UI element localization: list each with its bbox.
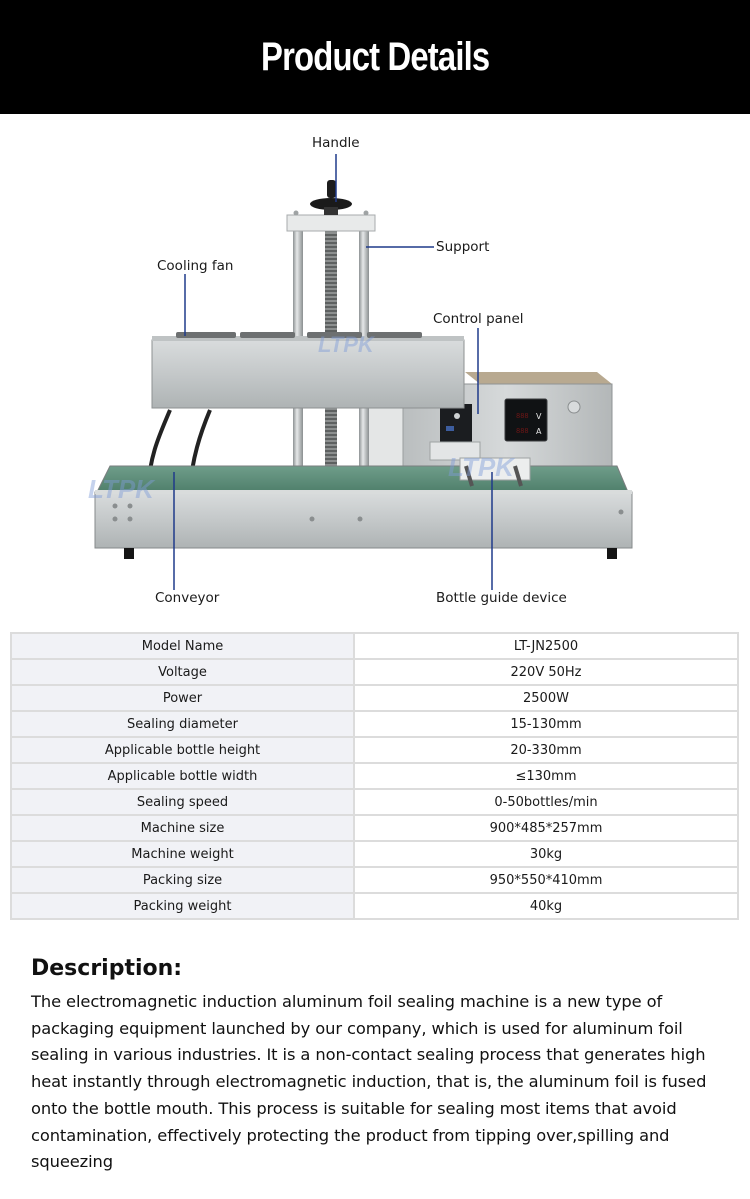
spec-value: 0-50bottles/min xyxy=(353,788,739,816)
spec-name: Machine size xyxy=(10,814,355,842)
spec-name: Sealing speed xyxy=(10,788,355,816)
label-conveyor: Conveyor xyxy=(155,590,220,606)
conveyor xyxy=(94,465,633,559)
svg-text:LTPK: LTPK xyxy=(448,452,516,482)
spec-name: Voltage xyxy=(10,658,355,686)
description-text: The electromagnetic induction aluminum f… xyxy=(31,992,707,1172)
spec-name: Applicable bottle height xyxy=(10,736,355,764)
spec-name: Packing weight xyxy=(10,892,355,920)
spec-value: 15-130mm xyxy=(353,710,739,738)
svg-text:LTPK: LTPK xyxy=(318,332,376,357)
spec-value: 30kg xyxy=(353,840,739,868)
sealing-head xyxy=(151,332,465,409)
page-title: Product Details xyxy=(260,34,490,79)
svg-text:888: 888 xyxy=(516,412,529,420)
watermark: LTPK LTPK LTPK xyxy=(88,332,516,504)
product-figure: 888 888 V A xyxy=(0,114,750,624)
spec-value: 20-330mm xyxy=(353,736,739,764)
svg-text:888: 888 xyxy=(516,427,529,435)
spec-value: 2500W xyxy=(353,684,739,712)
description-heading: Description: xyxy=(31,956,183,981)
svg-text:A: A xyxy=(536,427,542,436)
spec-row: Applicable bottle width≤130mm xyxy=(10,762,739,790)
header-banner: Product Details xyxy=(0,0,750,114)
spec-value: ≤130mm xyxy=(353,762,739,790)
label-bottle-guide: Bottle guide device xyxy=(436,590,567,606)
svg-text:V: V xyxy=(536,412,542,421)
spec-name: Packing size xyxy=(10,866,355,894)
label-control-panel: Control panel xyxy=(433,311,524,327)
spec-value: 220V 50Hz xyxy=(353,658,739,686)
machine-illustration: 888 888 V A xyxy=(88,154,633,590)
svg-text:LTPK: LTPK xyxy=(88,474,156,504)
spec-name: Machine weight xyxy=(10,840,355,868)
spec-value: 900*485*257mm xyxy=(353,814,739,842)
spec-name: Applicable bottle width xyxy=(10,762,355,790)
spec-value: LT-JN2500 xyxy=(353,632,739,660)
spec-value: 40kg xyxy=(353,892,739,920)
label-cooling-fan: Cooling fan xyxy=(157,258,234,274)
volt-amp-meter: 888 888 V A xyxy=(504,398,548,442)
callout-lines xyxy=(173,154,493,590)
handle-wheel xyxy=(310,180,352,215)
bottle-guide xyxy=(429,441,531,487)
spec-value: 950*550*410mm xyxy=(353,866,739,894)
spec-name: Sealing diameter xyxy=(10,710,355,738)
label-handle: Handle xyxy=(312,135,360,151)
spec-name: Model Name xyxy=(10,632,355,660)
spec-name: Power xyxy=(10,684,355,712)
label-support: Support xyxy=(436,239,490,255)
